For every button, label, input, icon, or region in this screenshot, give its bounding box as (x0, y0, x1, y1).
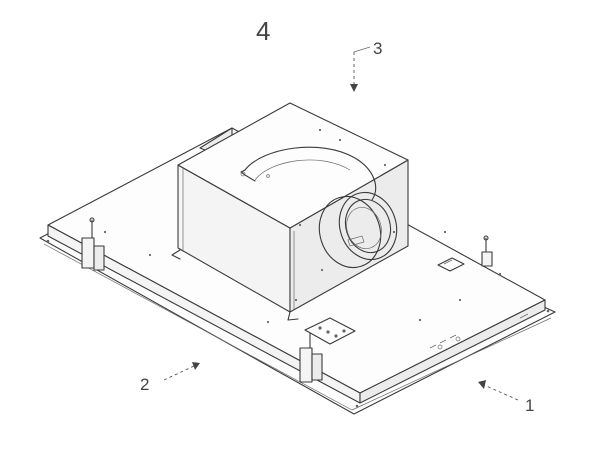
arrow-1-shaft (483, 384, 519, 401)
cable-clamp-slot (443, 259, 453, 265)
screw-dot (458, 298, 462, 302)
screw-dot (103, 230, 107, 234)
housing-foot (287, 311, 299, 321)
terminal-screw (342, 329, 346, 333)
screw-dot (443, 230, 447, 234)
arrow-2-shaft (163, 365, 195, 381)
mounting-bracket-left-rear (81, 217, 105, 271)
arrow-3-head (350, 84, 358, 92)
callout-label-3: 3 (373, 39, 382, 58)
volute-cover-outline (244, 146, 377, 201)
bracket-side (93, 245, 105, 271)
housing-foot (171, 249, 181, 260)
callout-arrow-3 (350, 46, 371, 92)
arrow-1-head (478, 380, 486, 389)
callout-arrow-1 (478, 380, 519, 401)
view-number-label: 4 (256, 16, 270, 46)
collar-outer-ring (318, 195, 382, 269)
terminal-block (304, 317, 356, 345)
screw-dot (498, 272, 502, 276)
callout-label-1: 1 (525, 396, 534, 415)
terminal-block-top (304, 317, 356, 345)
bracket-body (481, 251, 493, 267)
volute-cover-screw (240, 171, 246, 177)
housing-screw (383, 163, 387, 167)
mounting-bracket-right-rear (481, 235, 493, 267)
collar-front-ring (338, 191, 398, 261)
callout-arrow-2 (163, 362, 200, 381)
arrow-2-head (192, 362, 200, 370)
bracket-side (311, 353, 323, 381)
housing-screw (320, 268, 324, 272)
bracket-rod-cap (483, 235, 489, 241)
screw-dot (418, 318, 422, 322)
housing-top-face (177, 102, 409, 229)
bracket-body (299, 347, 313, 383)
terminal-screw (318, 326, 322, 330)
edge-hole (455, 336, 461, 342)
cable-clamp (437, 257, 465, 272)
terminal-screw (326, 330, 330, 334)
housing-screw (294, 298, 298, 302)
bracket-rod-cap (89, 217, 95, 223)
collar-inner-ring (344, 198, 392, 254)
housing-screw (338, 138, 342, 142)
duct-collar (318, 191, 398, 269)
bracket-body (81, 237, 95, 269)
screw-dot (266, 320, 270, 324)
housing-screw (318, 128, 322, 132)
terminal-screw (334, 334, 338, 338)
panel-right-edge (359, 299, 546, 404)
mounting-bracket-left-front (299, 327, 323, 383)
screw-dot (148, 253, 152, 257)
volute-cover-screw (266, 174, 270, 178)
collar-damper (346, 206, 382, 250)
edge-hole (437, 344, 443, 350)
callout-label-2: 2 (140, 375, 149, 394)
flange-stud (546, 309, 550, 313)
edge-slots (429, 313, 529, 349)
housing-screw (298, 223, 302, 227)
collar-damper-flap (347, 235, 365, 247)
cable-clamp-top (437, 257, 465, 272)
flange-stud (46, 239, 50, 243)
volute-cover-tab (240, 169, 256, 182)
flange-inner-line-right (351, 317, 552, 411)
arrow-3-leader (353, 46, 371, 53)
housing-screw (392, 230, 396, 234)
volute-cover-inner (254, 159, 351, 181)
flange-stud (355, 404, 359, 408)
